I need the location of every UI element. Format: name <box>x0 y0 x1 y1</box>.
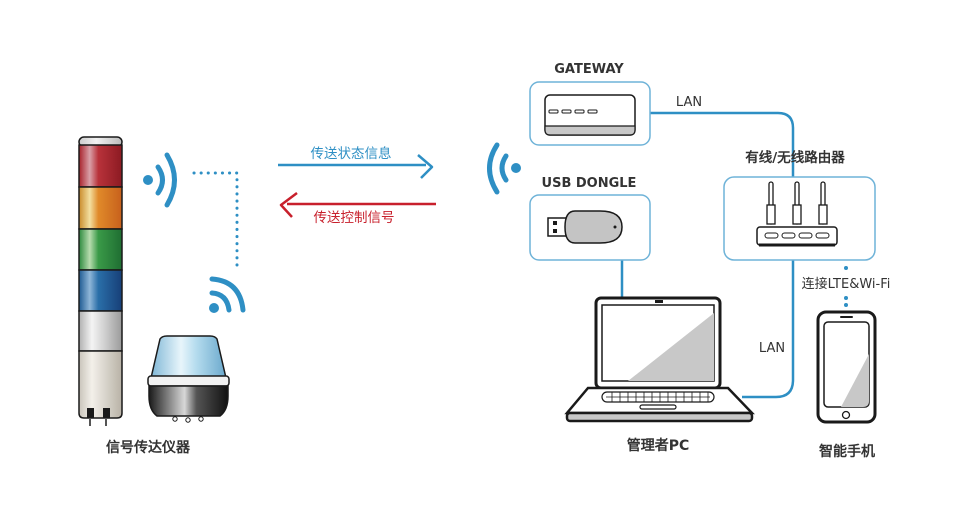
signal-tower-icon <box>78 136 123 426</box>
send-status-label: 传送状态信息 <box>311 145 392 162</box>
lan-label-top: LAN <box>676 95 702 110</box>
lte-wifi-label: 连接LTE&Wi-Fi <box>802 276 891 292</box>
wireless-link-dotted <box>192 171 239 274</box>
wifi-icon <box>487 142 521 195</box>
lan-label-bottom: LAN <box>759 341 785 356</box>
beacon-light-icon <box>147 335 230 423</box>
lte-dots <box>844 266 848 307</box>
send-control-label: 传送控制信号 <box>314 210 395 226</box>
laptop-icon <box>564 296 755 423</box>
router-icon <box>756 181 838 247</box>
signal-device-label: 信号传达仪器 <box>106 439 191 456</box>
gateway-icon <box>544 94 636 136</box>
usb-dongle-icon <box>547 210 623 244</box>
gateway-label: GATEWAY <box>554 62 624 77</box>
send-control-arrow <box>279 192 436 218</box>
wifi-icon <box>143 152 177 208</box>
lan-line-router-pc <box>742 260 795 399</box>
router-label: 有线/无线路由器 <box>745 149 845 166</box>
send-status-arrow <box>278 154 434 179</box>
lan-line-gateway-router <box>650 111 795 177</box>
wifi-icon <box>209 276 246 313</box>
pc-label: 管理者PC <box>627 437 690 454</box>
smartphone-icon <box>816 310 877 424</box>
phone-label: 智能手机 <box>818 443 875 460</box>
usb-dongle-label: USB DONGLE <box>542 176 637 191</box>
